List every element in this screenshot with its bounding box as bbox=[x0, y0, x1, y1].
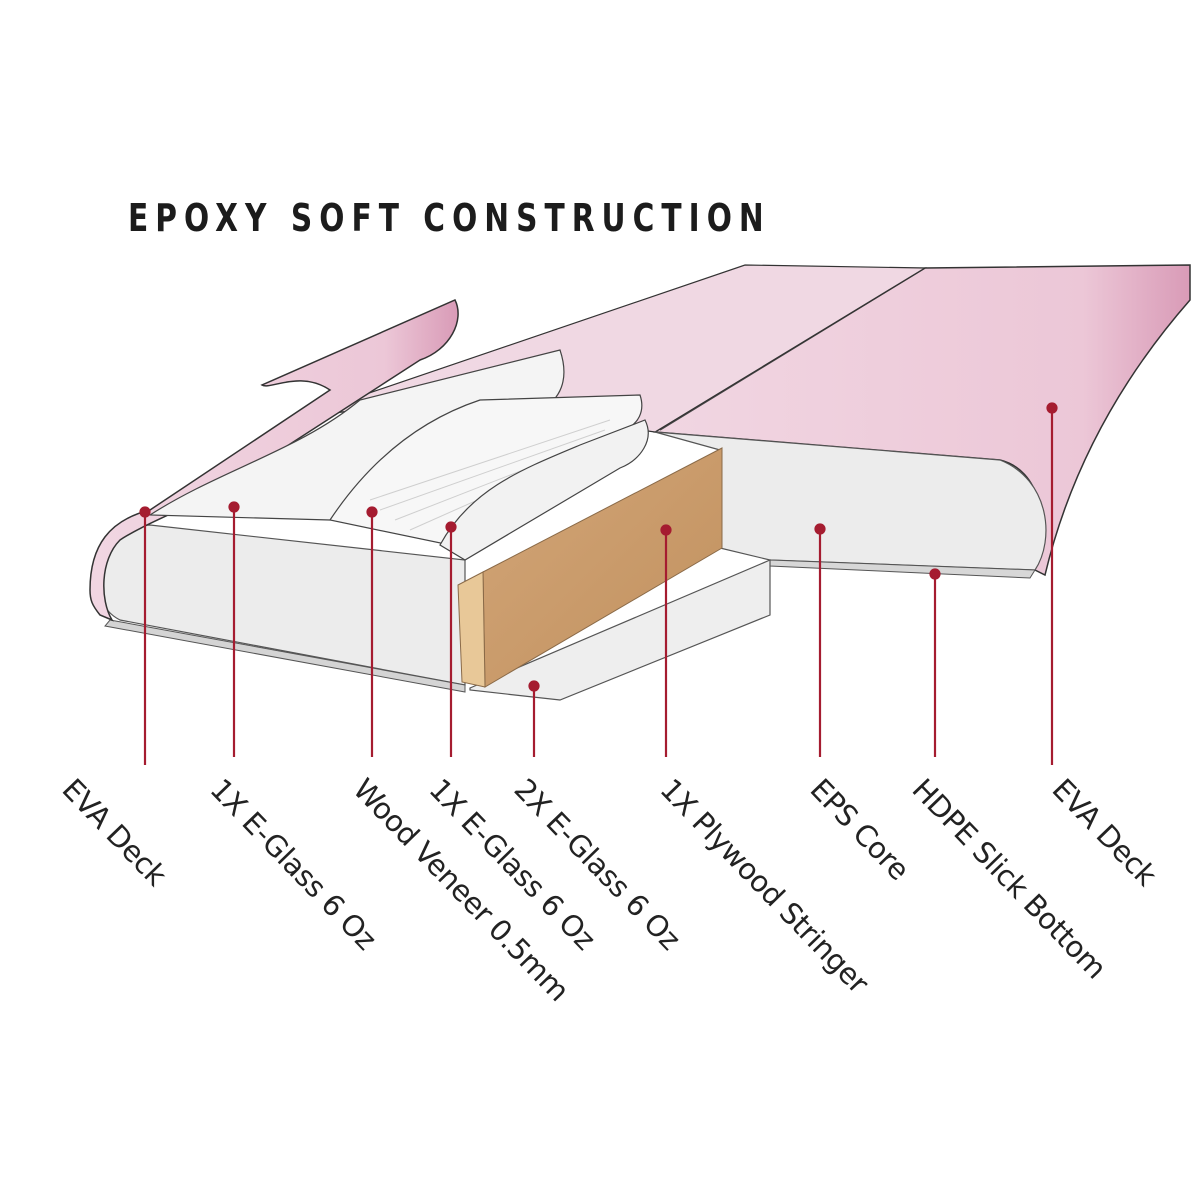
e-glass-layer-2 bbox=[439, 419, 649, 561]
hdpe-bottom-left bbox=[104, 619, 466, 693]
leader-lines bbox=[139, 402, 1058, 765]
hdpe-bottom-strip bbox=[469, 559, 771, 701]
diagram-title: EPOXY SOFT CONSTRUCTION bbox=[128, 196, 771, 240]
stringer-edge bbox=[457, 571, 486, 688]
eps-core-left bbox=[96, 524, 466, 686]
